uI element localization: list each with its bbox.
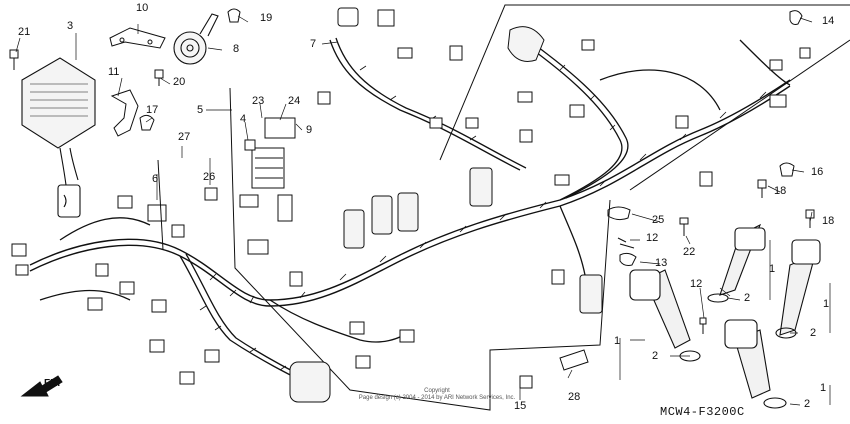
callout-19[interactable]: 19 xyxy=(260,12,273,24)
callout-12b[interactable]: 12 xyxy=(690,278,703,290)
callout-14[interactable]: 14 xyxy=(822,15,835,27)
callout-12a[interactable]: 12 xyxy=(646,232,659,244)
lower-harness-branch xyxy=(39,205,586,386)
main-harness-trunk xyxy=(29,79,791,307)
callout-11[interactable]: 11 xyxy=(108,66,120,78)
harness-banding xyxy=(199,64,767,371)
callout-18a[interactable]: 18 xyxy=(774,185,787,197)
callout-20[interactable]: 20 xyxy=(173,76,186,88)
callout-1d[interactable]: 1 xyxy=(820,382,827,394)
callout-27[interactable]: 27 xyxy=(178,131,191,143)
callout-28[interactable]: 28 xyxy=(568,391,581,403)
callout-2d[interactable]: 2 xyxy=(804,398,811,410)
leader-lines xyxy=(15,15,831,406)
center-box-frame xyxy=(229,87,611,411)
copyright-notice: Copyright Page design (c) 2004 - 2014 by… xyxy=(332,388,542,402)
callout-23[interactable]: 23 xyxy=(252,95,265,107)
callout-1b[interactable]: 1 xyxy=(823,298,830,310)
copyright-detail: Page design (c) 2004 - 2014 by ARI Netwo… xyxy=(358,395,516,401)
front-direction-label: FR. xyxy=(44,378,61,389)
cylinders xyxy=(289,26,603,403)
horn-bracket xyxy=(109,27,166,49)
figure-code: MCW4-F3200C xyxy=(660,405,745,419)
callout-10[interactable]: 10 xyxy=(136,2,149,14)
horn xyxy=(173,13,219,65)
callout-16[interactable]: 16 xyxy=(811,166,824,178)
callout-18b[interactable]: 18 xyxy=(822,215,835,227)
callout-1a[interactable]: 1 xyxy=(769,263,776,275)
ignition-coils xyxy=(629,223,821,409)
callout-25[interactable]: 25 xyxy=(652,214,665,226)
callout-1c[interactable]: 1 xyxy=(614,335,621,347)
callout-2b[interactable]: 2 xyxy=(810,327,817,339)
callout-8[interactable]: 8 xyxy=(233,43,240,55)
copyright-title: Copyright xyxy=(424,388,450,394)
callout-21[interactable]: 21 xyxy=(18,26,31,38)
mount-bracket xyxy=(110,89,139,137)
callout-22[interactable]: 22 xyxy=(683,246,696,258)
regulator-rectifier xyxy=(21,57,96,218)
callout-7[interactable]: 7 xyxy=(310,38,317,50)
front-arrow xyxy=(20,375,63,397)
upper-right-frame xyxy=(439,4,850,191)
callout-26[interactable]: 26 xyxy=(203,171,216,183)
callout-24[interactable]: 24 xyxy=(288,95,301,107)
callout-4[interactable]: 4 xyxy=(240,113,247,125)
upper-harness-branch xyxy=(329,37,791,201)
callout-2a[interactable]: 2 xyxy=(744,292,751,304)
callout-13[interactable]: 13 xyxy=(655,257,668,269)
callout-15[interactable]: 15 xyxy=(514,400,527,412)
callout-6[interactable]: 6 xyxy=(152,173,159,185)
fuse-box xyxy=(244,117,296,189)
small-clips xyxy=(139,8,803,371)
callout-2c[interactable]: 2 xyxy=(652,350,659,362)
callout-9[interactable]: 9 xyxy=(306,124,313,136)
callout-17[interactable]: 17 xyxy=(146,104,159,116)
callout-3[interactable]: 3 xyxy=(67,20,74,32)
callout-5[interactable]: 5 xyxy=(197,104,204,116)
harness-connectors xyxy=(11,7,811,389)
